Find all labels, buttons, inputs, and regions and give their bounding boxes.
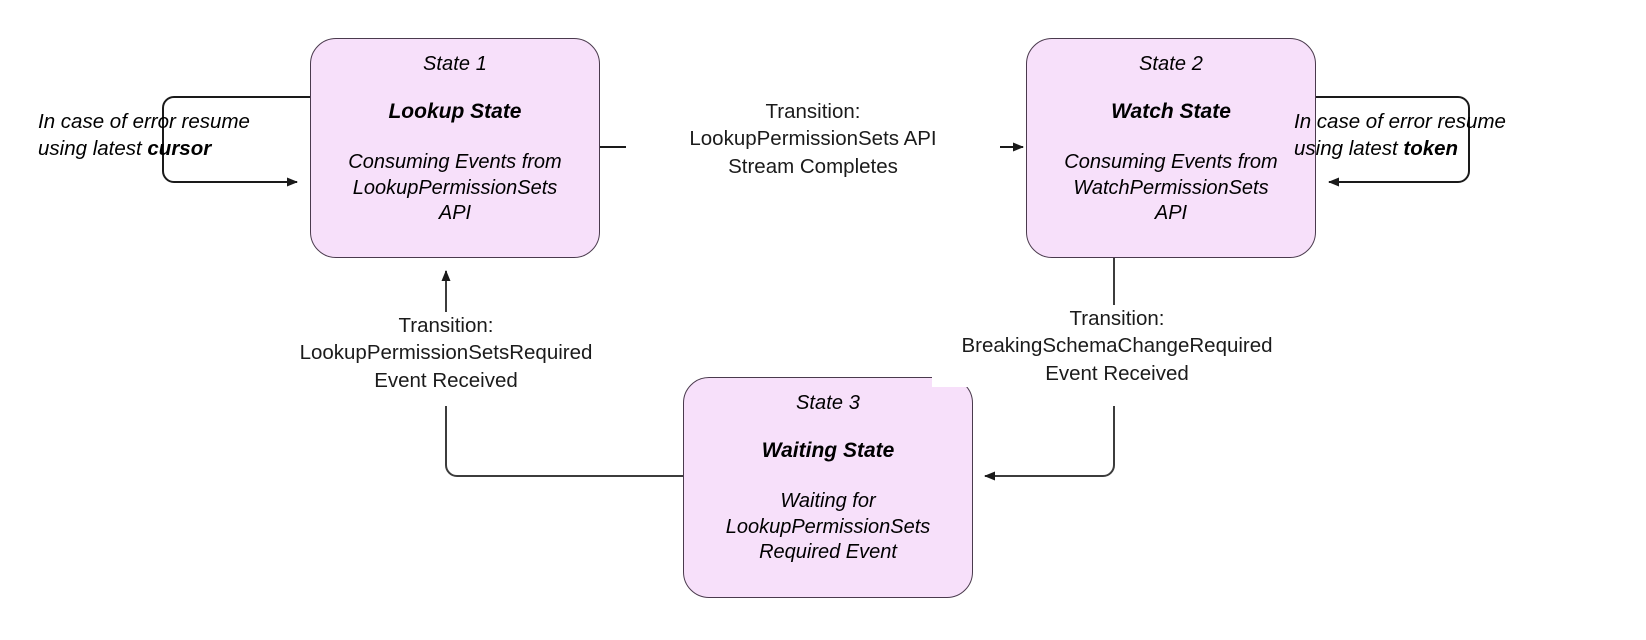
self-loop-label-state1: In case of error resume using latest cur… xyxy=(38,108,288,163)
state-1-id: State 1 xyxy=(422,53,488,75)
transition-label-state2-state3: Transition: BreakingSchemaChangeRequired… xyxy=(932,305,1302,387)
state-3-description: Waiting for LookupPermissionSets Require… xyxy=(725,490,931,564)
self-loop-label-state2: In case of error resume using latest tok… xyxy=(1294,108,1544,163)
state-2-description: Consuming Events from WatchPermissionSet… xyxy=(1064,151,1278,225)
self-loop-state2-emphasis: token xyxy=(1403,137,1459,161)
state-2-id: State 2 xyxy=(1138,53,1204,75)
state-box-state-2[interactable]: State 2 Watch State Consuming Events fro… xyxy=(1026,38,1316,258)
state-2-name: Watch State xyxy=(1111,100,1231,123)
state-box-state-1[interactable]: State 1 Lookup State Consuming Events fr… xyxy=(310,38,600,258)
state-1-description: Consuming Events from LookupPermissionSe… xyxy=(348,151,562,225)
state-box-state-3[interactable]: State 3 Waiting State Waiting for Lookup… xyxy=(683,377,973,598)
state-3-name: Waiting State xyxy=(761,439,895,462)
self-loop-state1-emphasis: cursor xyxy=(147,137,212,161)
state-3-id: State 3 xyxy=(795,392,861,414)
state-1-name: Lookup State xyxy=(388,100,522,123)
transition-label-state3-state1: Transition: LookupPermissionSetsRequired… xyxy=(268,312,624,394)
transition-label-state1-state2: Transition: LookupPermissionSets API Str… xyxy=(626,98,1000,180)
self-loop-state2-prefix: In case of error resume using latest xyxy=(1294,110,1506,161)
self-loop-state1-prefix: In case of error resume using latest xyxy=(38,110,250,161)
